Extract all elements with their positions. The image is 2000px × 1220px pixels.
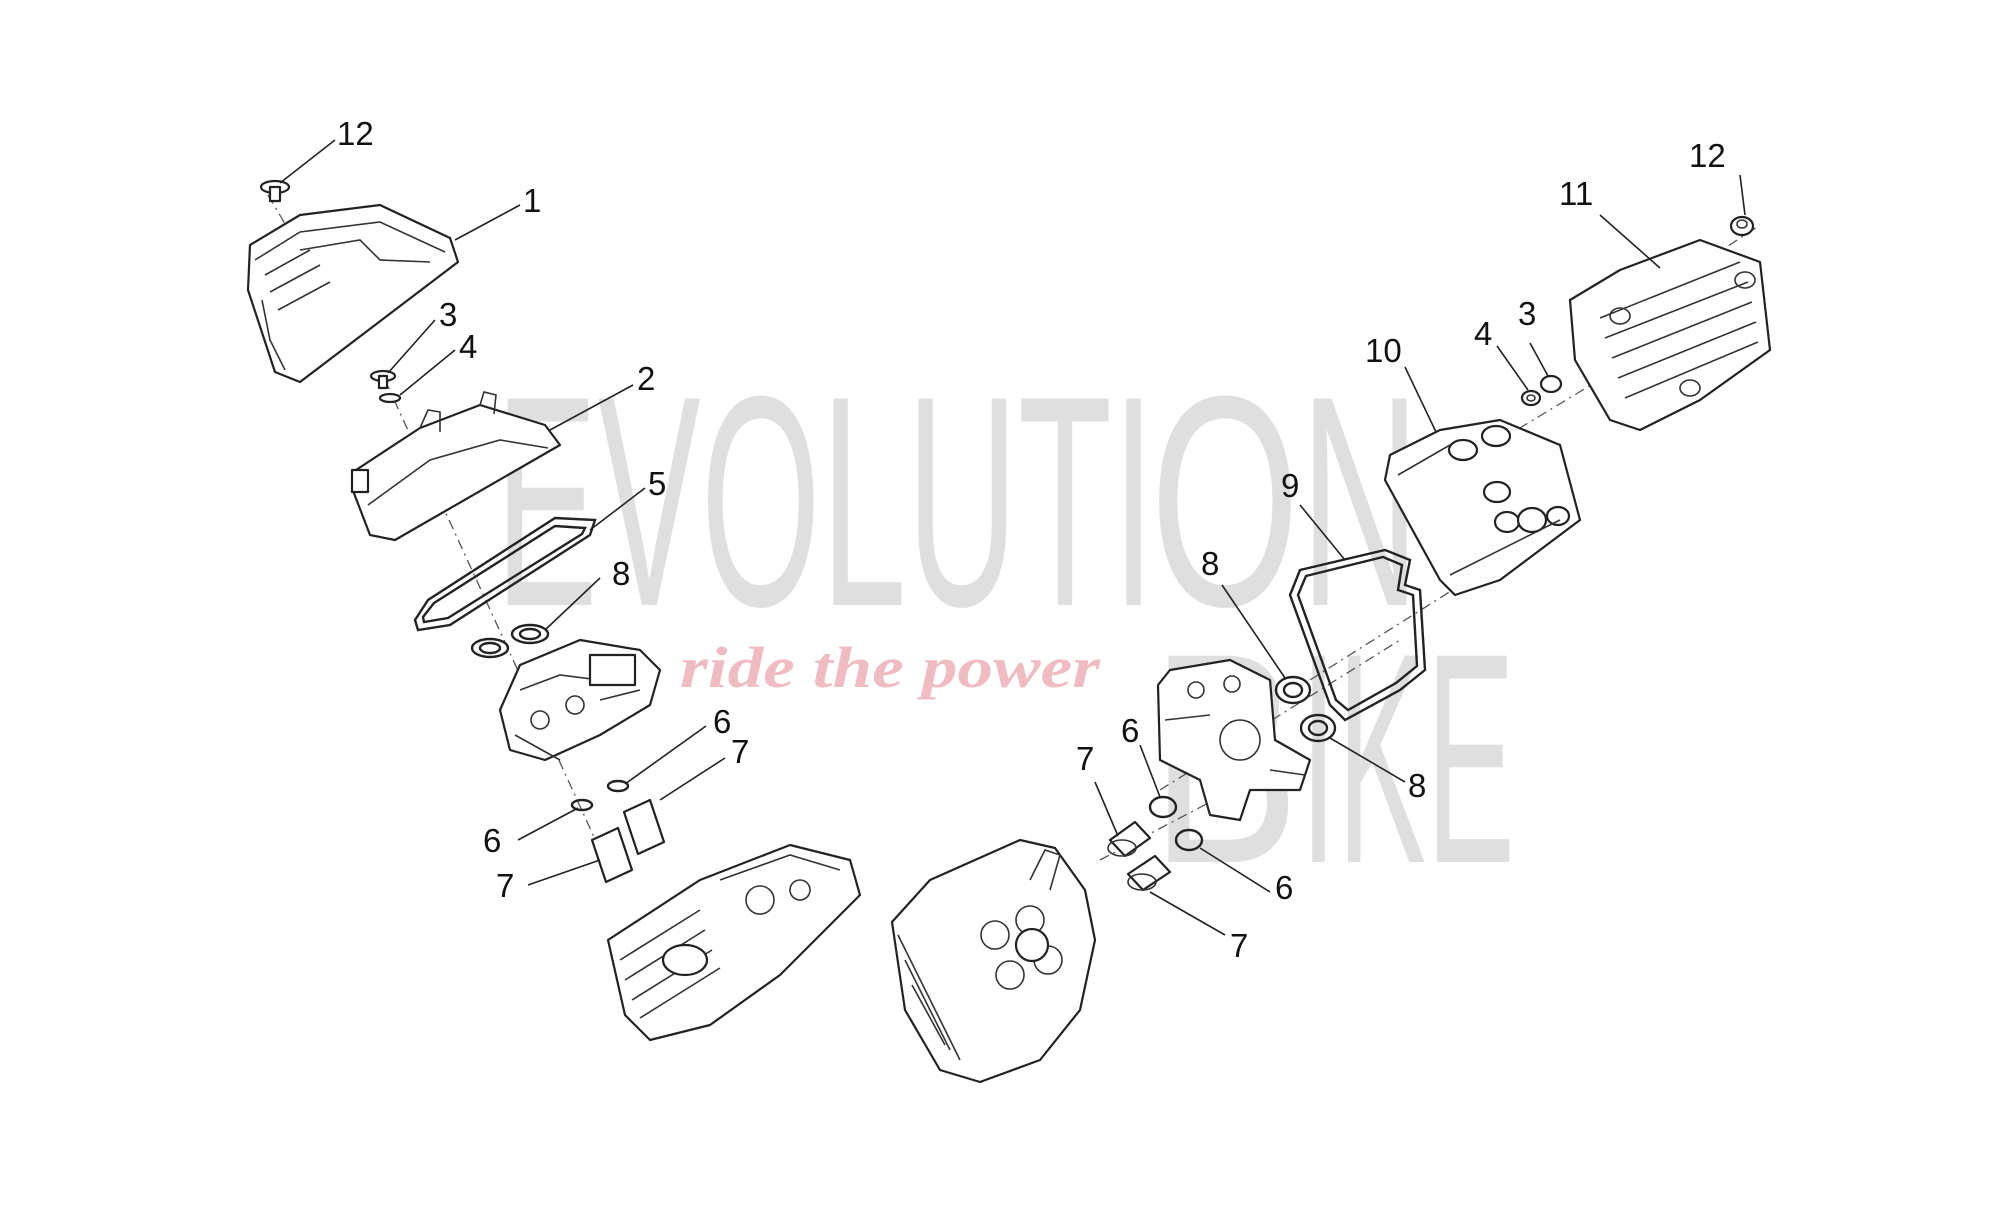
callout-6-left-a: 6 — [713, 703, 731, 740]
callout-10: 10 — [1365, 332, 1402, 369]
callout-11: 11 — [1559, 175, 1593, 212]
callout-4-right: 4 — [1474, 315, 1492, 352]
part-7-sleeve-left — [590, 798, 666, 884]
callout-4-left: 4 — [459, 328, 477, 365]
part-6-ring-left — [570, 779, 630, 812]
callout-5: 5 — [648, 465, 666, 502]
watermark-brand-left: EVOLUTI — [495, 333, 1155, 669]
callout-6-right-a: 6 — [1121, 712, 1139, 749]
part-12-screw-left — [259, 179, 291, 203]
callout-7-right-a: 7 — [1076, 740, 1094, 777]
part-1-head-cover-left — [246, 203, 460, 384]
callout-7-left-b: 7 — [496, 867, 514, 904]
part-3-4-cap-washer-right — [1520, 374, 1563, 407]
watermark-tagline: ride the power — [680, 635, 1101, 700]
callout-12-left: 12 — [337, 115, 374, 152]
callout-8-right-b: 8 — [1408, 767, 1426, 804]
rocker-support-left — [498, 638, 662, 762]
part-3-4-screw-washer-left — [369, 369, 402, 404]
part-8-orings-left — [470, 623, 550, 659]
callout-7-right-b: 7 — [1230, 927, 1248, 964]
callout-3-right: 3 — [1518, 295, 1536, 332]
callout-labels: 12 1 3 4 2 5 8 6 7 6 7 12 11 3 4 10 9 8 … — [337, 115, 1726, 964]
callout-2: 2 — [637, 360, 655, 397]
callout-6-right-b: 6 — [1275, 869, 1293, 906]
watermark: EVOLUTI O N B IKE ride the power — [495, 333, 1515, 926]
callout-9: 9 — [1281, 467, 1299, 504]
part-9-gasket-right — [1288, 548, 1427, 722]
axis-line — [1309, 559, 1501, 681]
part-12-cap-right — [1729, 215, 1755, 237]
callout-3-left: 3 — [439, 296, 457, 333]
leader-lines — [279, 139, 1746, 936]
watermark-brand-o: O — [1150, 333, 1300, 669]
part-6-ring-right — [1148, 795, 1204, 852]
cylinder-head-right — [890, 838, 1097, 1084]
watermark-brand-ike: IKE — [1300, 590, 1515, 926]
callout-7-left-a: 7 — [731, 733, 749, 770]
part-10-head-cover-right — [1383, 418, 1582, 597]
rocker-support-right — [1156, 658, 1312, 822]
callout-8-left: 8 — [612, 555, 630, 592]
part-2-breather-cover — [350, 391, 562, 542]
axis-line — [384, 379, 601, 851]
part-7-sleeve-right — [1107, 820, 1172, 892]
callout-12-right: 12 — [1689, 137, 1726, 174]
part-11-finned-cover — [1568, 238, 1772, 432]
part-8-orings-right — [1274, 675, 1337, 743]
callout-6-left-b: 6 — [483, 822, 501, 859]
callout-1: 1 — [523, 182, 541, 219]
callout-8-right-a: 8 — [1201, 545, 1219, 582]
cylinder-head-left — [606, 843, 862, 1042]
